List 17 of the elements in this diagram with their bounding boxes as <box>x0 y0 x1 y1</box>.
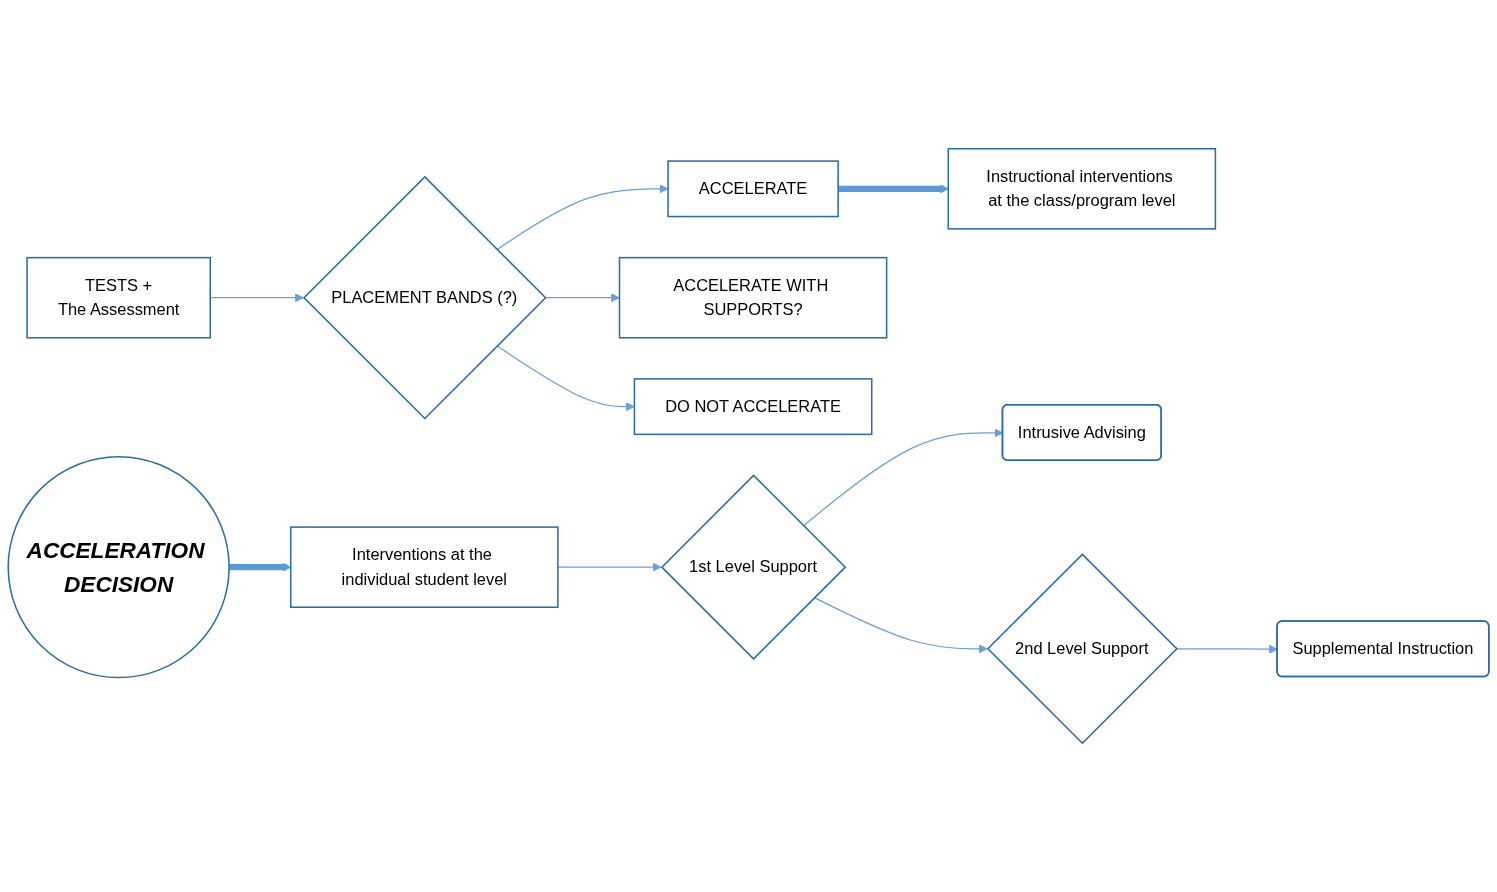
node-box: ACCELERATE <box>667 160 839 218</box>
arrow <box>496 345 635 412</box>
node-diamond: 1st Level Support <box>660 474 847 660</box>
arrow <box>1175 644 1278 654</box>
node-box: Interventions at the individual student level <box>290 526 559 608</box>
node-diamond: PLACEMENT BANDS (?) <box>302 175 547 420</box>
node-box: DO NOT ACCELERATE <box>633 378 873 436</box>
arrow <box>838 184 949 194</box>
arrow <box>229 562 292 572</box>
node-box: TESTS + The Assessment <box>26 256 211 339</box>
arrow <box>544 293 620 303</box>
node-diamond: 2nd Level Support <box>986 553 1178 745</box>
node-circle: ACCELERATION DECISION <box>7 455 230 679</box>
arrow <box>557 562 662 572</box>
node-box: Instructional interventions at the class/program level <box>947 147 1217 230</box>
arrow <box>496 184 669 251</box>
node-box: ACCELERATE WITH SUPPORTS? <box>618 256 888 339</box>
